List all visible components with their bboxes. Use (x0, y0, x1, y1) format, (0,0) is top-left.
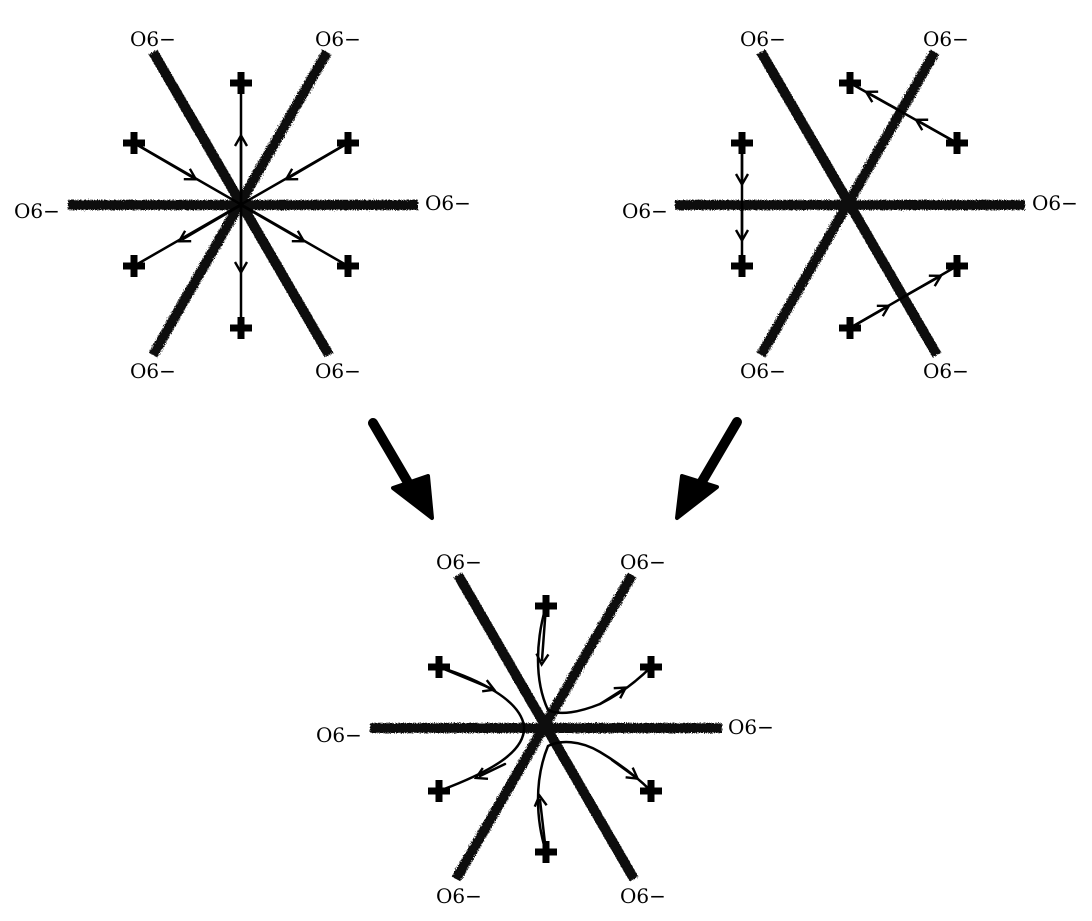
label-left: O6− (316, 723, 362, 747)
flow-curve-top (536, 604, 653, 715)
label-top-left: O6− (436, 550, 482, 574)
flow-lines (734, 81, 959, 330)
label-top-left: O6− (130, 27, 176, 51)
plus-icon (337, 132, 359, 154)
label-bottom-left: O6− (436, 884, 482, 908)
label-left: O6− (14, 199, 60, 223)
flow-arrow-top-out (598, 686, 628, 706)
transition-arrows (368, 417, 742, 520)
flow-arrow-in-ul (132, 141, 198, 181)
brane-diagonal-b (451, 572, 637, 882)
flow-lines (132, 81, 350, 330)
plus-icon (428, 780, 450, 802)
plus-icon (946, 132, 968, 154)
flow-arrow-lower-b (901, 274, 944, 299)
plus-icon (946, 255, 968, 277)
flow-arrow-out-lr (239, 203, 306, 243)
plus-icon (839, 72, 861, 94)
plus-icon (230, 317, 252, 339)
label-bottom-left: O6− (130, 359, 176, 383)
plus-icon (123, 132, 145, 154)
plus-icon (535, 841, 557, 863)
label-bottom-left: O6− (740, 359, 786, 383)
flow-curves (437, 604, 653, 854)
brane-lines (675, 49, 1025, 358)
plus-icon (123, 255, 145, 277)
label-bottom-right: O6− (923, 359, 969, 383)
brane-diagonal-b (756, 49, 940, 358)
plus-icon (230, 72, 252, 94)
label-right: O6− (1032, 191, 1078, 215)
label-bottom-right: O6− (620, 884, 666, 908)
flow-arrow-upper-b (863, 90, 906, 115)
plus-icon (337, 255, 359, 277)
label-bottom-right: O6− (315, 359, 361, 383)
label-top-right: O6− (923, 27, 969, 51)
diagram-top-right: O6− O6− O6− O6− O6− O6− (622, 27, 1078, 383)
label-right: O6− (728, 715, 774, 739)
plus-icon (731, 255, 753, 277)
plus-icon (428, 656, 450, 678)
brane-lines (370, 572, 722, 882)
label-left: O6− (622, 199, 668, 223)
label-right: O6− (425, 191, 471, 215)
flow-arrow-bottom-out (610, 758, 640, 781)
plus-icon (839, 317, 861, 339)
flow-arrow-left-out (473, 762, 507, 781)
label-top-left: O6− (740, 27, 786, 51)
label-top-right: O6− (620, 550, 666, 574)
flow-arrow-in-ur (284, 141, 350, 181)
flow-arrow-out-ll (177, 203, 243, 243)
plus-icon (731, 132, 753, 154)
flow-curve-bottom (536, 740, 653, 854)
plus-icon (535, 595, 557, 617)
diagram-bottom: O6− O6− O6− O6− O6− O6− (316, 550, 774, 908)
diagram-top-left: O6− O6− O6− O6− O6− O6− (14, 27, 471, 383)
label-top-right: O6− (315, 27, 361, 51)
transition-arrow-left (368, 418, 434, 520)
transition-arrow-right (675, 417, 742, 520)
